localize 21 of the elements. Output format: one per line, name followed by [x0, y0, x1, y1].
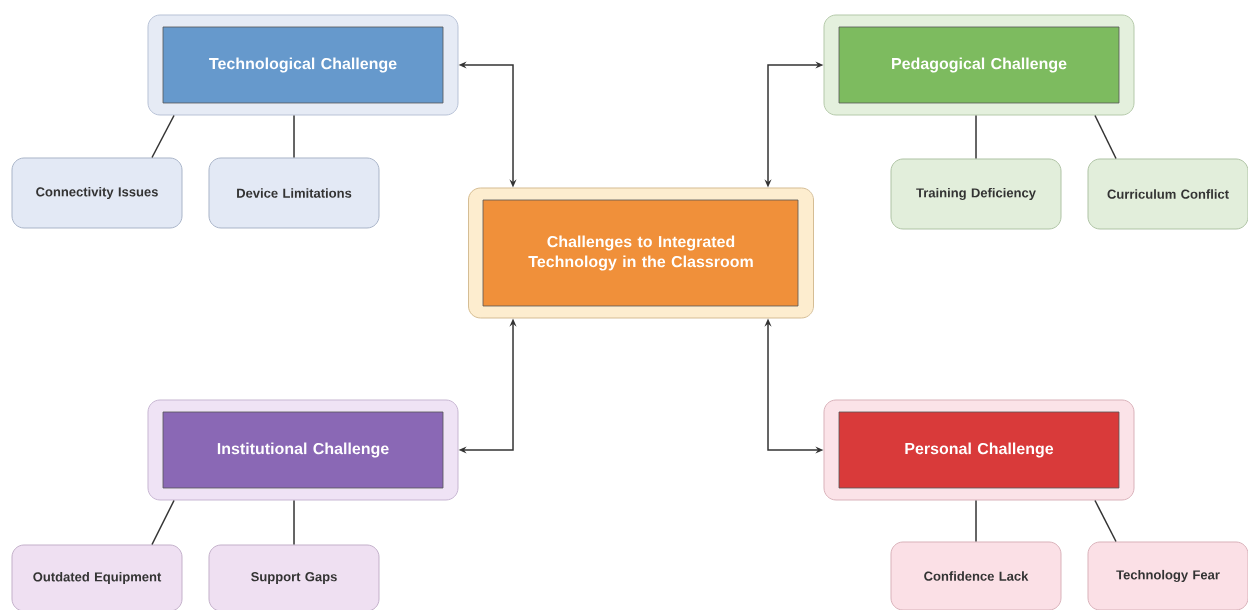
- connector-line: [975, 499, 977, 543]
- sub-challenge-box: Support Gaps: [208, 544, 380, 610]
- connector-line: [151, 114, 175, 159]
- sub-challenge-box: Curriculum Conflict: [1087, 158, 1248, 230]
- challenge-box: Institutional Challenge: [147, 399, 459, 501]
- connector-line: [293, 114, 295, 159]
- connector-line: [1094, 499, 1117, 543]
- connector-line: [975, 114, 977, 160]
- sub-challenge-box: Device Limitations: [208, 157, 380, 229]
- connector-line: [1094, 114, 1117, 160]
- challenge-box: Pedagogical Challenge: [823, 14, 1135, 116]
- sub-challenge-box: Training Deficiency: [890, 158, 1062, 230]
- sub-challenge-box: Outdated Equipment: [11, 544, 183, 610]
- sub-challenge-box: Technology Fear: [1087, 541, 1248, 610]
- challenge-box: Personal Challenge: [823, 399, 1135, 501]
- central-topic-box: Challenges to Integrated Technology in the Classroom: [468, 187, 814, 319]
- sub-challenge-box: Connectivity Issues: [11, 157, 183, 229]
- challenge-box: Technological Challenge: [147, 14, 459, 116]
- sub-challenge-box: Confidence Lack: [890, 541, 1062, 610]
- connector-line: [293, 499, 295, 546]
- connector-line: [151, 499, 175, 546]
